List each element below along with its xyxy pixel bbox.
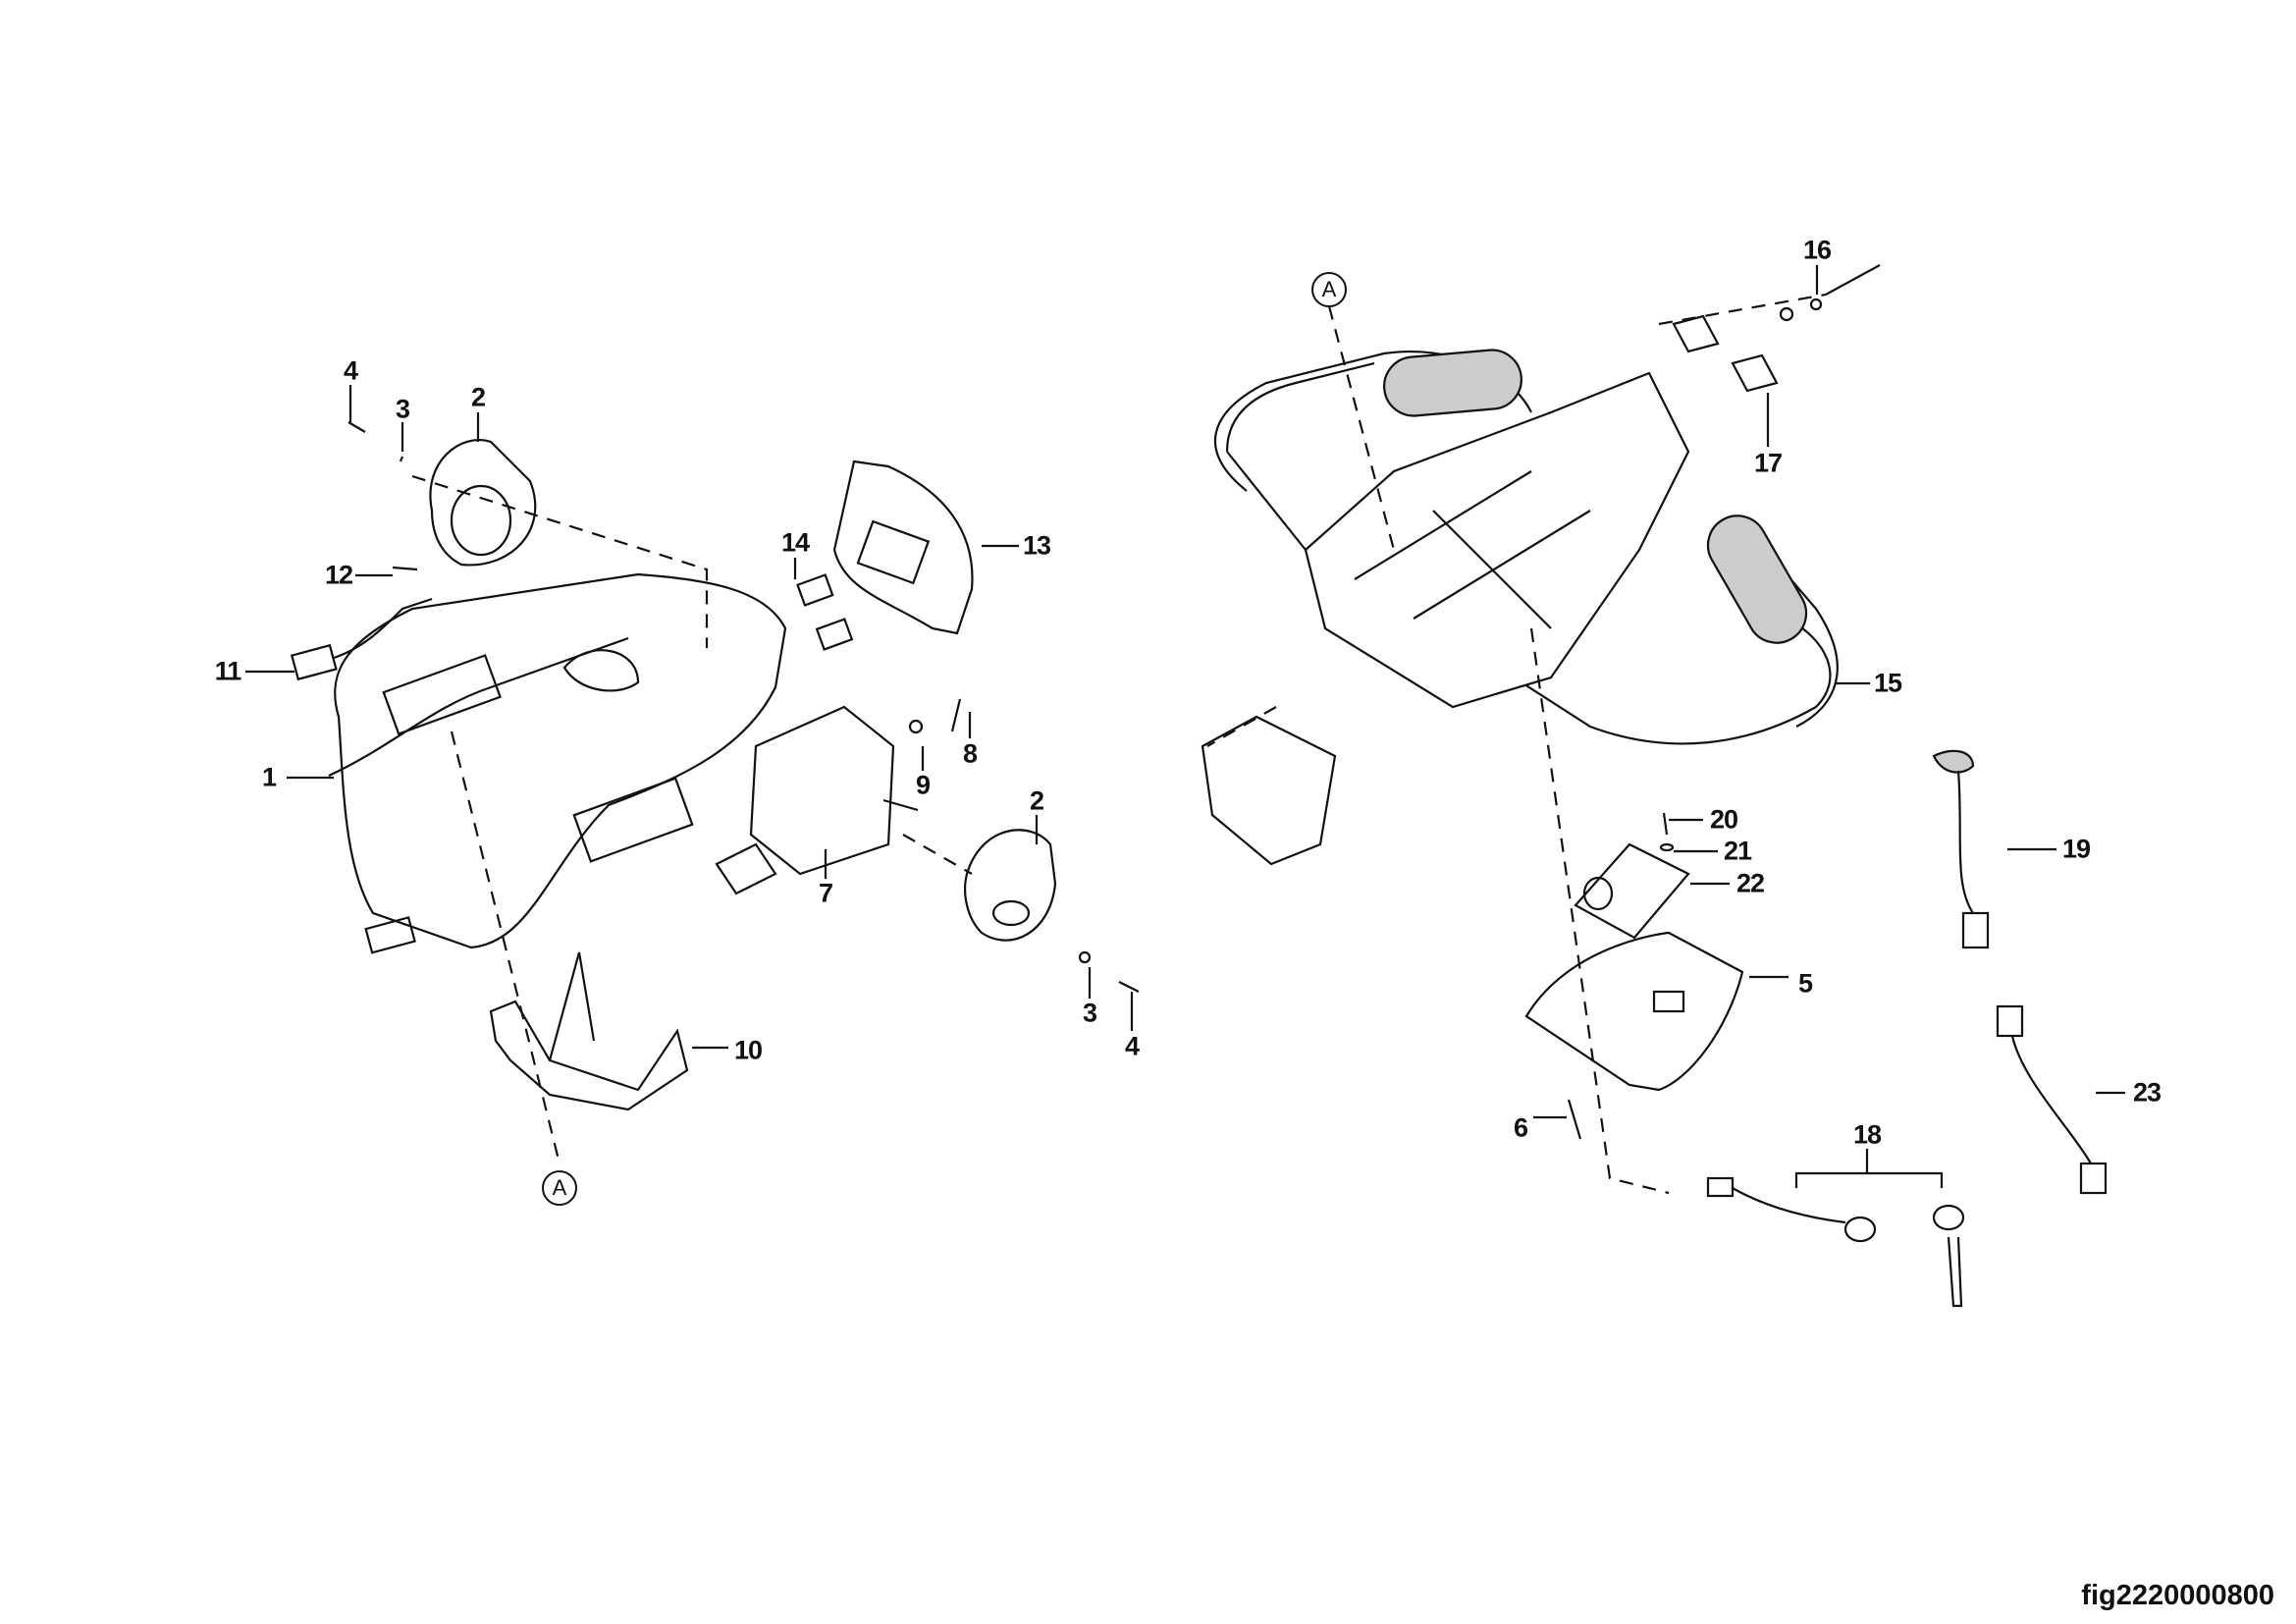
board-part-22 — [1574, 812, 1690, 940]
block-part — [1201, 715, 1337, 866]
springs-part-14 — [796, 573, 854, 651]
callout-17: 17 — [1753, 448, 1783, 478]
figure-id: fig2220000800 — [2081, 1580, 2274, 1611]
callout-23: 23 — [2132, 1077, 2162, 1108]
dashed-axis-lines-right — [1206, 293, 1827, 1195]
callout-11: 11 — [214, 656, 242, 686]
screw-part-6 — [1567, 1099, 1582, 1140]
callout-4-lower: 4 — [1124, 1031, 1140, 1061]
callout-2: 2 — [470, 382, 486, 412]
switch-part-7 — [715, 705, 919, 895]
reference-mark-a-right: A — [1311, 272, 1347, 307]
callout-14: 14 — [780, 527, 810, 558]
callout-21: 21 — [1723, 836, 1752, 866]
knob-part-2-lower — [964, 829, 1057, 942]
callout-6: 6 — [1513, 1112, 1528, 1143]
callout-18: 18 — [1852, 1119, 1882, 1150]
callout-10: 10 — [733, 1035, 763, 1065]
callout-15: 15 — [1873, 668, 1902, 698]
callout-3: 3 — [395, 394, 410, 424]
callout-5: 5 — [1797, 968, 1813, 999]
callout-3-lower: 3 — [1082, 998, 1097, 1028]
handle-frame-part-15 — [1213, 349, 1839, 745]
callout-4: 4 — [343, 355, 358, 386]
tray-part-10 — [489, 951, 689, 1111]
callout-12: 12 — [324, 560, 353, 590]
bolt-part-16 — [1779, 264, 1881, 322]
reference-mark-a-left: A — [542, 1170, 577, 1206]
callout-leaders-left — [245, 385, 1134, 1050]
callout-2-lower: 2 — [1029, 785, 1044, 816]
callout-22: 22 — [1735, 868, 1765, 898]
callout-7: 7 — [818, 878, 833, 908]
plates-part-17 — [1672, 314, 1779, 393]
knob-part-2-upper — [429, 439, 537, 567]
console-cover-part-1 — [328, 572, 787, 949]
connector-part-11 — [290, 597, 433, 954]
callout-8: 8 — [962, 738, 978, 769]
dashed-axis-lines-left — [411, 474, 973, 1164]
callout-19: 19 — [2061, 834, 2091, 864]
callout-9: 9 — [915, 770, 931, 800]
callout-20: 20 — [1709, 804, 1738, 835]
callout-leaders-right — [1533, 265, 2125, 1188]
hardware-left — [347, 421, 1140, 993]
cable-part-23 — [1996, 1004, 2108, 1195]
callout-1: 1 — [261, 762, 277, 792]
callout-13: 13 — [1022, 530, 1051, 561]
cover-part-5 — [1524, 931, 1744, 1092]
bracket-part-13 — [832, 460, 974, 635]
callout-16: 16 — [1802, 235, 1832, 265]
cable-part-19 — [1932, 749, 1990, 949]
key-switch-part-18 — [1706, 1176, 1965, 1308]
